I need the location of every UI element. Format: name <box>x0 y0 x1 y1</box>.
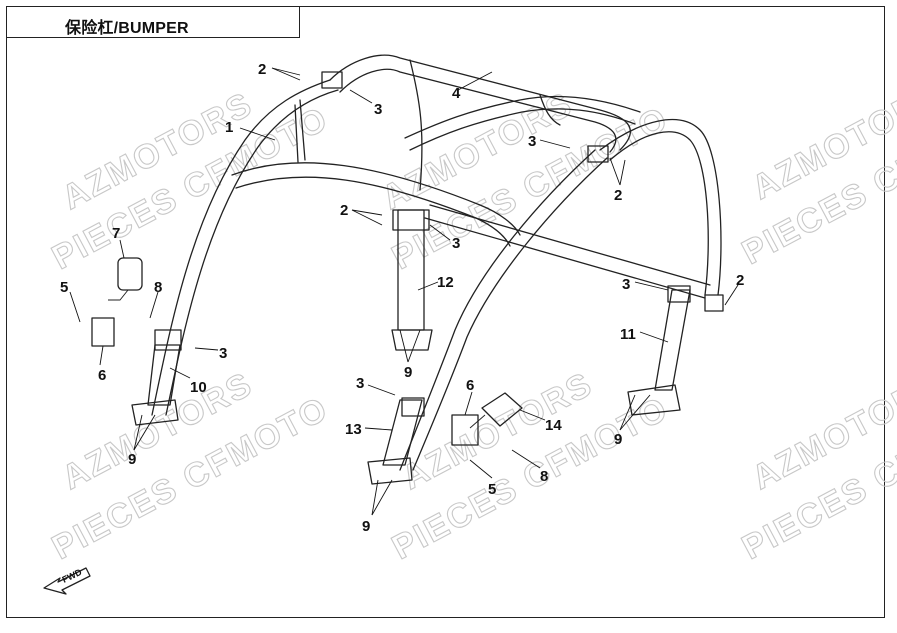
front-right-leg-outline <box>412 157 608 471</box>
callout-label: 3 <box>219 345 227 362</box>
center-brace <box>409 59 423 191</box>
clamps <box>154 71 724 417</box>
callout-label: 8 <box>540 468 548 485</box>
rear-brace <box>539 94 561 126</box>
center-post-foot <box>391 329 433 351</box>
fwd-arrow-icon <box>43 567 91 595</box>
callout-label: 3 <box>452 235 460 252</box>
callout-label: 1 <box>225 119 233 136</box>
title-box: 保险杠/BUMPER <box>6 6 300 38</box>
diagram-frame <box>6 6 885 618</box>
left-mirror <box>117 257 143 291</box>
callout-label: 12 <box>437 274 454 291</box>
brace <box>294 99 306 163</box>
right-post <box>654 289 691 391</box>
front-right-post <box>382 399 423 466</box>
front-hoop-left-leg <box>151 79 331 416</box>
rear-right-hoop-outline <box>609 131 709 296</box>
watermark-group: AZMOTORS PIECES CFMOTO AZMOTORS PIECES C… <box>45 74 897 567</box>
left-mirror-bracket <box>91 317 115 347</box>
callout-label: 9 <box>128 451 136 468</box>
callout-label: 14 <box>545 417 562 434</box>
callout-label: 7 <box>112 225 120 242</box>
roll-cage <box>151 54 722 471</box>
callout-label: 3 <box>622 276 630 293</box>
front-right-post-foot <box>367 457 413 485</box>
leader-lines <box>69 67 739 516</box>
left-post-foot <box>131 399 179 426</box>
callout-label: 9 <box>362 518 370 535</box>
callout-label: 5 <box>488 481 496 498</box>
callout-label: 10 <box>190 379 207 396</box>
callout-label: 11 <box>620 326 636 343</box>
top-crossbar <box>404 95 641 139</box>
rear-right-hoop <box>599 118 722 296</box>
callout-label: 3 <box>356 375 364 392</box>
right-mirror <box>481 392 523 427</box>
rear-cross-tube-outline <box>424 217 706 299</box>
callout-label: 2 <box>736 272 744 289</box>
top-rail <box>329 54 632 151</box>
callout-label: 9 <box>404 364 412 381</box>
clamp <box>704 294 724 312</box>
left-mirror-arm <box>108 289 129 301</box>
callout-label: 2 <box>614 187 622 204</box>
front-cross-tube-outline <box>235 176 511 247</box>
top-crossbar-outline <box>409 108 636 151</box>
clamp <box>667 285 691 303</box>
callout-label: 5 <box>60 279 68 296</box>
callout-label: 4 <box>452 85 461 102</box>
callout-label: 2 <box>340 202 348 219</box>
callout-label: 8 <box>154 279 162 296</box>
clamp <box>392 209 430 231</box>
callout-label: 6 <box>98 367 106 384</box>
clamp <box>401 397 425 417</box>
callout-label: 3 <box>528 133 536 150</box>
fwd-label: FWD <box>60 567 83 585</box>
callouts: 1 2 3 4 3 2 2 3 12 3 2 11 7 5 8 3 6 10 9… <box>60 61 744 535</box>
callout-label: 9 <box>614 431 622 448</box>
callout-label: 13 <box>345 421 362 438</box>
right-post-foot <box>627 384 681 416</box>
clamp <box>321 71 343 89</box>
callout-label: 2 <box>258 61 266 78</box>
callout-label: 3 <box>374 101 382 118</box>
left-post <box>147 344 181 406</box>
clamp <box>587 145 609 163</box>
forward-direction-arrow: FWD <box>43 567 91 595</box>
page-title: 保险杠/BUMPER <box>65 20 189 37</box>
rear-cross-tube <box>429 204 711 286</box>
callout-label: 6 <box>466 377 474 394</box>
front-right-leg <box>399 149 596 471</box>
clamp <box>154 329 182 351</box>
